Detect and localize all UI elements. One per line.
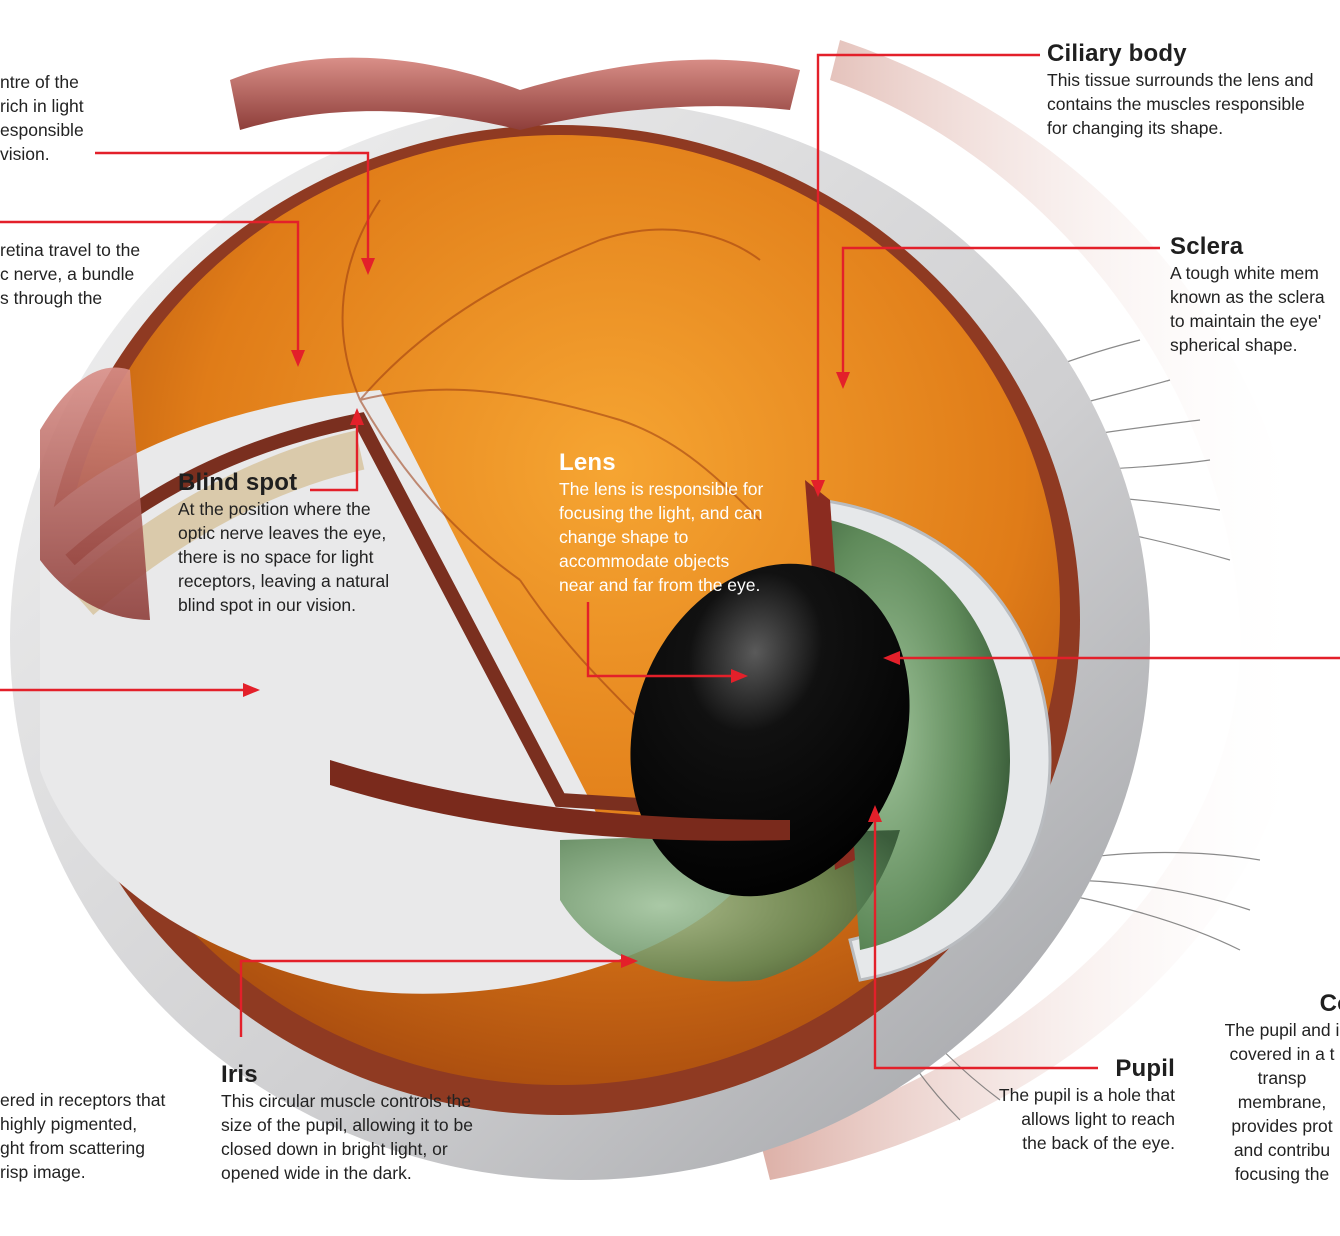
cornea-text: The pupil and i covered in a t transp me… [1212, 1018, 1340, 1186]
retina-label: ered in receptors that highly pigmented,… [0, 1088, 190, 1184]
pupil-text: The pupil is a hole that allows light to… [975, 1083, 1175, 1155]
pupil-label: Pupil The pupil is a hole that allows li… [975, 1055, 1175, 1155]
blind-spot-title: Blind spot [178, 469, 438, 497]
retina-text: ered in receptors that highly pigmented,… [0, 1088, 190, 1184]
lens-label: Lens The lens is responsible for focusin… [559, 449, 799, 597]
iris-label: Iris This circular muscle controls the s… [221, 1061, 511, 1185]
blind-spot-label: Blind spot At the position where the opt… [178, 469, 438, 617]
blind-spot-text: At the position where the optic nerve le… [178, 497, 438, 617]
cornea-title: Co [1212, 990, 1340, 1018]
sclera-label: Sclera A tough white mem known as the sc… [1170, 233, 1340, 357]
iris-text: This circular muscle controls the size o… [221, 1089, 511, 1185]
ciliary-body-title: Ciliary body [1047, 40, 1340, 68]
fovea-label: ntre of the rich in light esponsible vis… [0, 70, 140, 166]
ciliary-body-text: This tissue surrounds the lens and conta… [1047, 68, 1340, 140]
ciliary-body-label: Ciliary body This tissue surrounds the l… [1047, 40, 1340, 140]
optic-nerve-label: retina travel to the c nerve, a bundle s… [0, 238, 180, 310]
pupil-title: Pupil [975, 1055, 1175, 1083]
fovea-text: ntre of the rich in light esponsible vis… [0, 70, 140, 166]
optic-nerve-text: retina travel to the c nerve, a bundle s… [0, 238, 180, 310]
sclera-title: Sclera [1170, 233, 1340, 261]
iris-title: Iris [221, 1061, 511, 1089]
lens-text: The lens is responsible for focusing the… [559, 477, 799, 597]
lens-title: Lens [559, 449, 799, 477]
sclera-text: A tough white mem known as the sclera to… [1170, 261, 1340, 357]
cornea-label: Co The pupil and i covered in a t transp… [1212, 990, 1340, 1186]
